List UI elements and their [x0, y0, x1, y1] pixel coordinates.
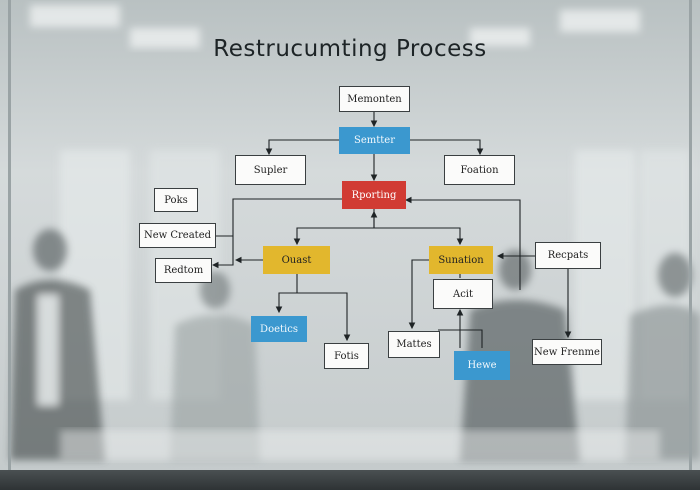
edge-rporting-ouast	[293, 209, 375, 246]
edge-rporting-redtom	[211, 198, 342, 269]
node-mattes: Mattes	[388, 331, 440, 358]
node-doetics: Doetics	[251, 316, 307, 342]
node-ouast: Ouast	[263, 246, 330, 274]
node-new-frenme: New Frenme	[532, 339, 602, 365]
node-supler: Supler	[235, 155, 306, 185]
edge-acit-hewe	[438, 329, 483, 348]
edge-recpats-rporting	[404, 196, 521, 290]
diagram-title: Restrucumting Process	[213, 36, 487, 62]
node-memonten: Memonten	[339, 86, 410, 112]
node-acit: Acit	[433, 279, 493, 309]
edge-ouast-doetics	[275, 274, 298, 314]
node-rporting: Rporting	[342, 181, 406, 209]
edge-semtter-supler	[265, 139, 339, 156]
node-foation: Foation	[444, 155, 515, 185]
edge-rporting-sunation	[374, 227, 464, 246]
node-sunation: Sunation	[429, 246, 493, 274]
edge-ouast-fotis	[297, 292, 351, 342]
node-fotis: Fotis	[324, 343, 369, 369]
node-semtter: Semtter	[339, 127, 410, 154]
node-poks: Poks	[154, 188, 198, 212]
node-recpats: Recpats	[535, 242, 601, 269]
node-hewe: Hewe	[454, 351, 510, 380]
edge-sunation-mattes	[408, 259, 429, 330]
node-redtom: Redtom	[155, 258, 212, 283]
glass-board-frame	[8, 0, 692, 472]
node-new-created: New Created	[139, 223, 216, 248]
board-bottom-rail	[0, 470, 700, 490]
edge-semtter-foation	[409, 139, 484, 156]
